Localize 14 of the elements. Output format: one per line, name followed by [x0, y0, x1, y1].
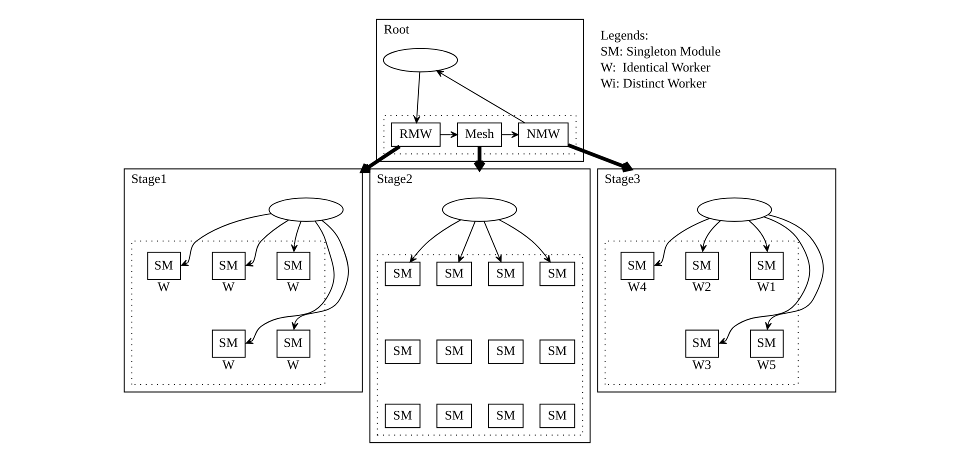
node-label: W	[158, 278, 170, 294]
node-label: W2	[692, 278, 712, 294]
node-label: W3	[692, 356, 712, 372]
node-label: W	[222, 356, 235, 372]
node-label: W5	[757, 356, 776, 372]
label: W: Identical Worker	[600, 60, 710, 75]
node-label: W	[222, 278, 235, 294]
label: SM: Singleton Module	[600, 44, 721, 59]
label: Legends:	[600, 28, 649, 43]
node-label: W	[286, 356, 300, 372]
node-label: W	[286, 278, 300, 294]
label: Wi: Distinct Worker	[600, 76, 706, 91]
node-label: W4	[628, 278, 647, 294]
node-label: W1	[757, 278, 776, 294]
